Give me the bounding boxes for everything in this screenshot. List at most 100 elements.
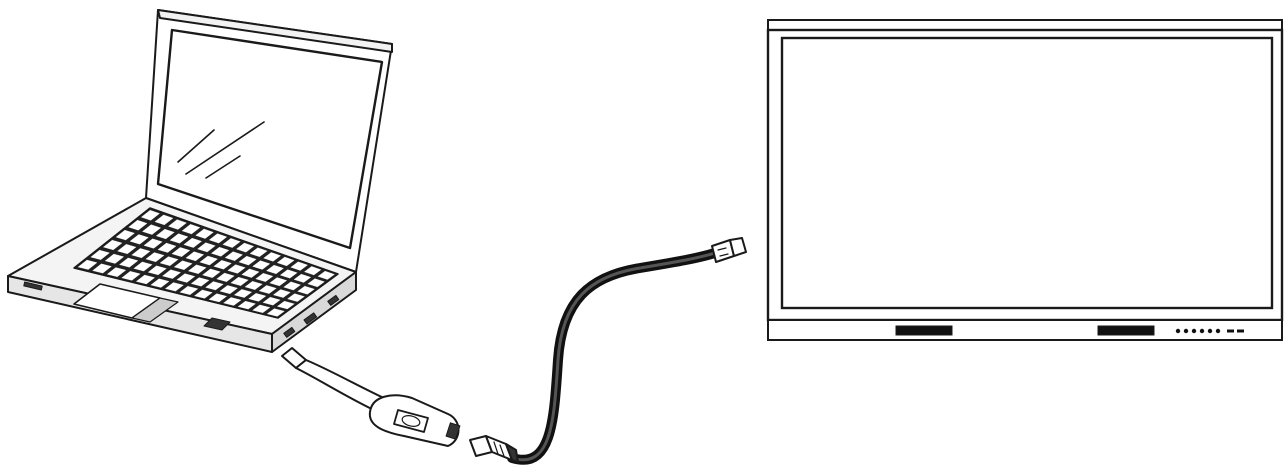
laptop-lid-top-edge [157,9,393,53]
keyboard-key [103,239,123,251]
keyboard-key [188,264,207,274]
laptop-port-2 [303,312,318,325]
screen-glare-2 [185,121,265,175]
keyboard-key [154,214,174,226]
panel-button [1237,329,1244,333]
dongle-end-port [445,422,461,440]
dongle-button [393,409,429,433]
cable-connector-right [711,237,747,263]
keyboard-key [248,293,267,302]
keyboard-key [106,267,127,277]
panel-button [1227,329,1234,333]
screen-glare-3 [205,155,241,179]
keyboard-key [142,224,161,235]
keyboard-key [263,252,281,262]
keyboard-key [227,264,246,274]
keyboard-key [150,278,170,288]
keyboard-key [276,300,295,310]
laptop-touchpad-buttons [131,297,179,323]
keyboard-key [222,238,241,248]
keyboard-key [258,285,277,294]
keyboard-key [241,268,260,278]
keyboard-key [104,253,125,264]
keyboard-key [317,270,335,280]
keyboard-key [147,265,167,276]
keyboard-key [131,248,151,259]
keyboard-key [135,274,155,285]
keyboard-key [190,277,210,287]
keyboard-key [205,281,224,291]
keyboard-key [293,273,312,283]
keyboard-key [236,242,255,253]
panel-button [1215,328,1221,334]
laptop-keys [77,210,335,317]
laptop-sticker [203,317,231,331]
display-speaker-left [895,325,953,336]
keyboard-key [128,220,148,231]
keyboard-key [290,261,308,271]
display-screen [780,36,1274,310]
keyboard-key [297,285,315,295]
keyboard-key [208,233,228,244]
keyboard-key [133,261,153,272]
keyboard-key [279,269,298,279]
keyboard-key [159,256,179,266]
laptop-screen [156,28,384,250]
keyboard-key [119,257,139,268]
keyboard-key [129,234,149,245]
keyboard-key [185,251,205,262]
cable-connector-left [469,435,519,463]
panel-button [1183,328,1189,334]
dongle-button-inner [401,415,421,427]
panel-button [1175,328,1181,334]
keyboard-key [211,246,230,257]
keyboard-key [230,276,249,286]
display-top-bezel [767,19,1283,31]
keyboard-key [238,255,257,266]
keyboard-key [157,242,177,253]
keyboard-key [173,260,193,270]
keyboard-key [249,247,268,257]
keyboard-key [208,293,228,303]
keyboard-key [252,260,271,270]
display-speaker-right [1097,325,1155,336]
keyboard-key [266,264,284,274]
keyboard-key [219,285,238,294]
keyboard-key [213,260,232,270]
keyboard-key [199,255,218,266]
keyboard-key [171,247,191,257]
keyboard-key [169,233,189,244]
keyboard-key [143,238,163,249]
keyboard-key [165,282,184,292]
keyboard-key [162,269,181,279]
keyboard-key [168,219,187,230]
keyboard-key [77,259,98,270]
keyboard-key [252,304,271,313]
keyboard-key [197,242,216,253]
cable-wire-highlight [510,250,720,462]
panel-button [1207,328,1213,334]
interactive-flat-panel-icon [766,19,1284,341]
keyboard-key [195,228,214,239]
usb-cable-icon [469,237,747,465]
keyboard-key [216,272,235,282]
keyboard-key [255,273,274,282]
keyboard-key [140,210,160,221]
keyboard-key [202,268,221,278]
keyboard-key [224,251,243,261]
keyboard-key [117,244,137,255]
keyboard-key [90,249,110,260]
keyboard-key [269,277,288,287]
keyboard-key [244,281,263,290]
keyboard-key [223,297,242,306]
display-front-panel-buttons [1175,328,1244,334]
keyboard-key [233,289,253,298]
cable-wire-outline [507,247,723,465]
keyboard-key [304,266,322,276]
panel-button [1191,328,1197,334]
keyboard-key [183,237,202,248]
keyboard-key [121,271,141,281]
laptop-front-slot [23,281,43,291]
keyboard-key [155,228,175,240]
display-bottom-bezel [767,319,1283,341]
